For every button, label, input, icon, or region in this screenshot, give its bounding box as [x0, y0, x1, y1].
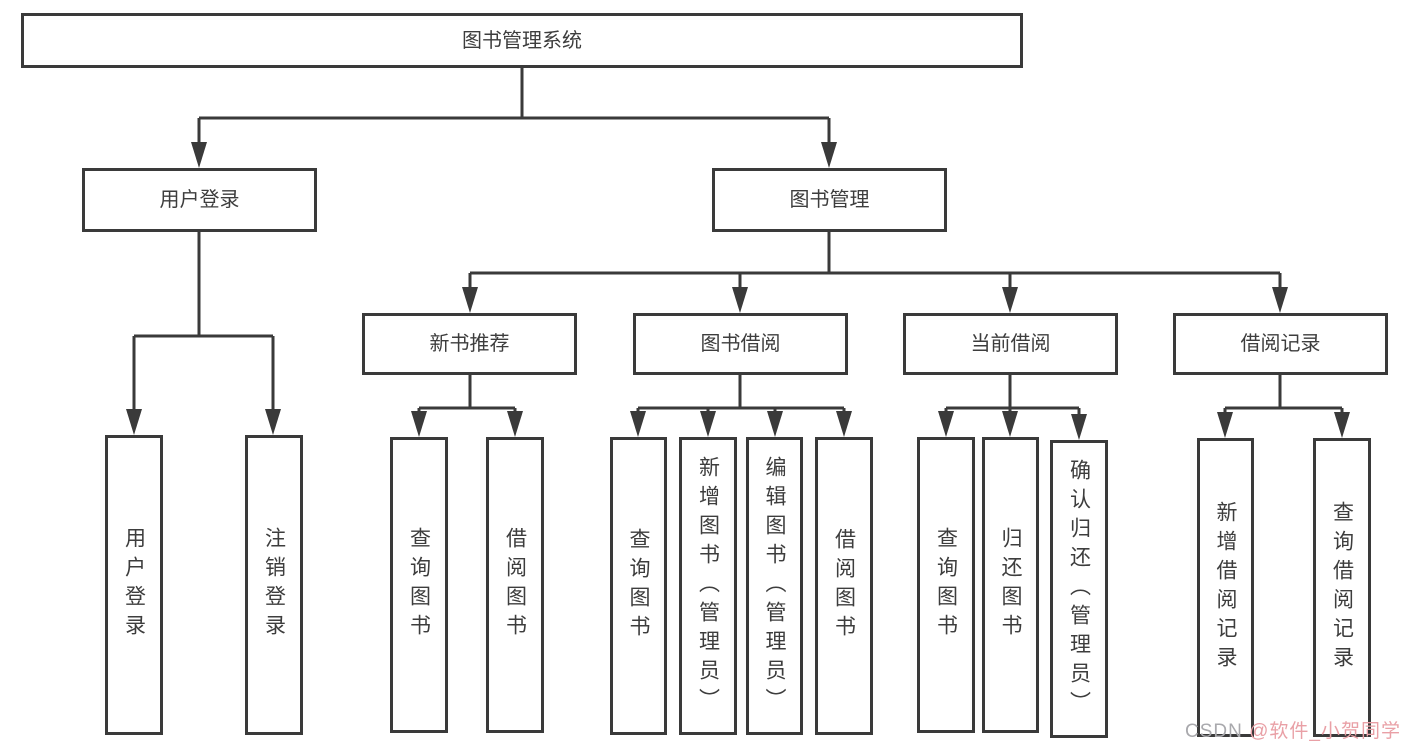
leaf-borrow-books-borrowing: 借阅图书: [815, 437, 873, 735]
node-book-management: 图书管理: [712, 168, 947, 232]
node-current-borrowing: 当前借阅: [903, 313, 1118, 375]
arrowheads: [126, 142, 1350, 440]
leaf-logout: 注销登录: [245, 435, 303, 735]
node-book-borrowing: 图书借阅: [633, 313, 848, 375]
node-new-book-recommend: 新书推荐: [362, 313, 577, 375]
leaf-borrow-books-recommend: 借阅图书: [486, 437, 544, 733]
leaf-edit-books-admin: 编辑图书（管理员）: [746, 437, 803, 735]
node-borrowing-records: 借阅记录: [1173, 313, 1388, 375]
leaf-return-books: 归还图书: [982, 437, 1039, 733]
leaf-query-books-borrowing: 查询图书: [610, 437, 667, 735]
leaf-add-borrow-record: 新增借阅记录: [1197, 438, 1254, 737]
leaf-query-books-current: 查询图书: [917, 437, 975, 733]
leaf-confirm-return-admin: 确认归还（管理员）: [1050, 440, 1108, 738]
csdn-watermark: CSDN @软件_小贺同学: [1185, 716, 1401, 743]
node-library-management-system: 图书管理系统: [21, 13, 1023, 68]
node-user-login: 用户登录: [82, 168, 317, 232]
leaf-add-books-admin: 新增图书（管理员）: [679, 437, 737, 735]
leaf-query-books-recommend: 查询图书: [390, 437, 448, 733]
watermark-site-label: CSDN: [1185, 721, 1250, 742]
leaf-query-borrow-record: 查询借阅记录: [1313, 438, 1371, 737]
leaf-user-login: 用户登录: [105, 435, 163, 735]
watermark-author-label: @软件_小贺同学: [1249, 721, 1401, 742]
